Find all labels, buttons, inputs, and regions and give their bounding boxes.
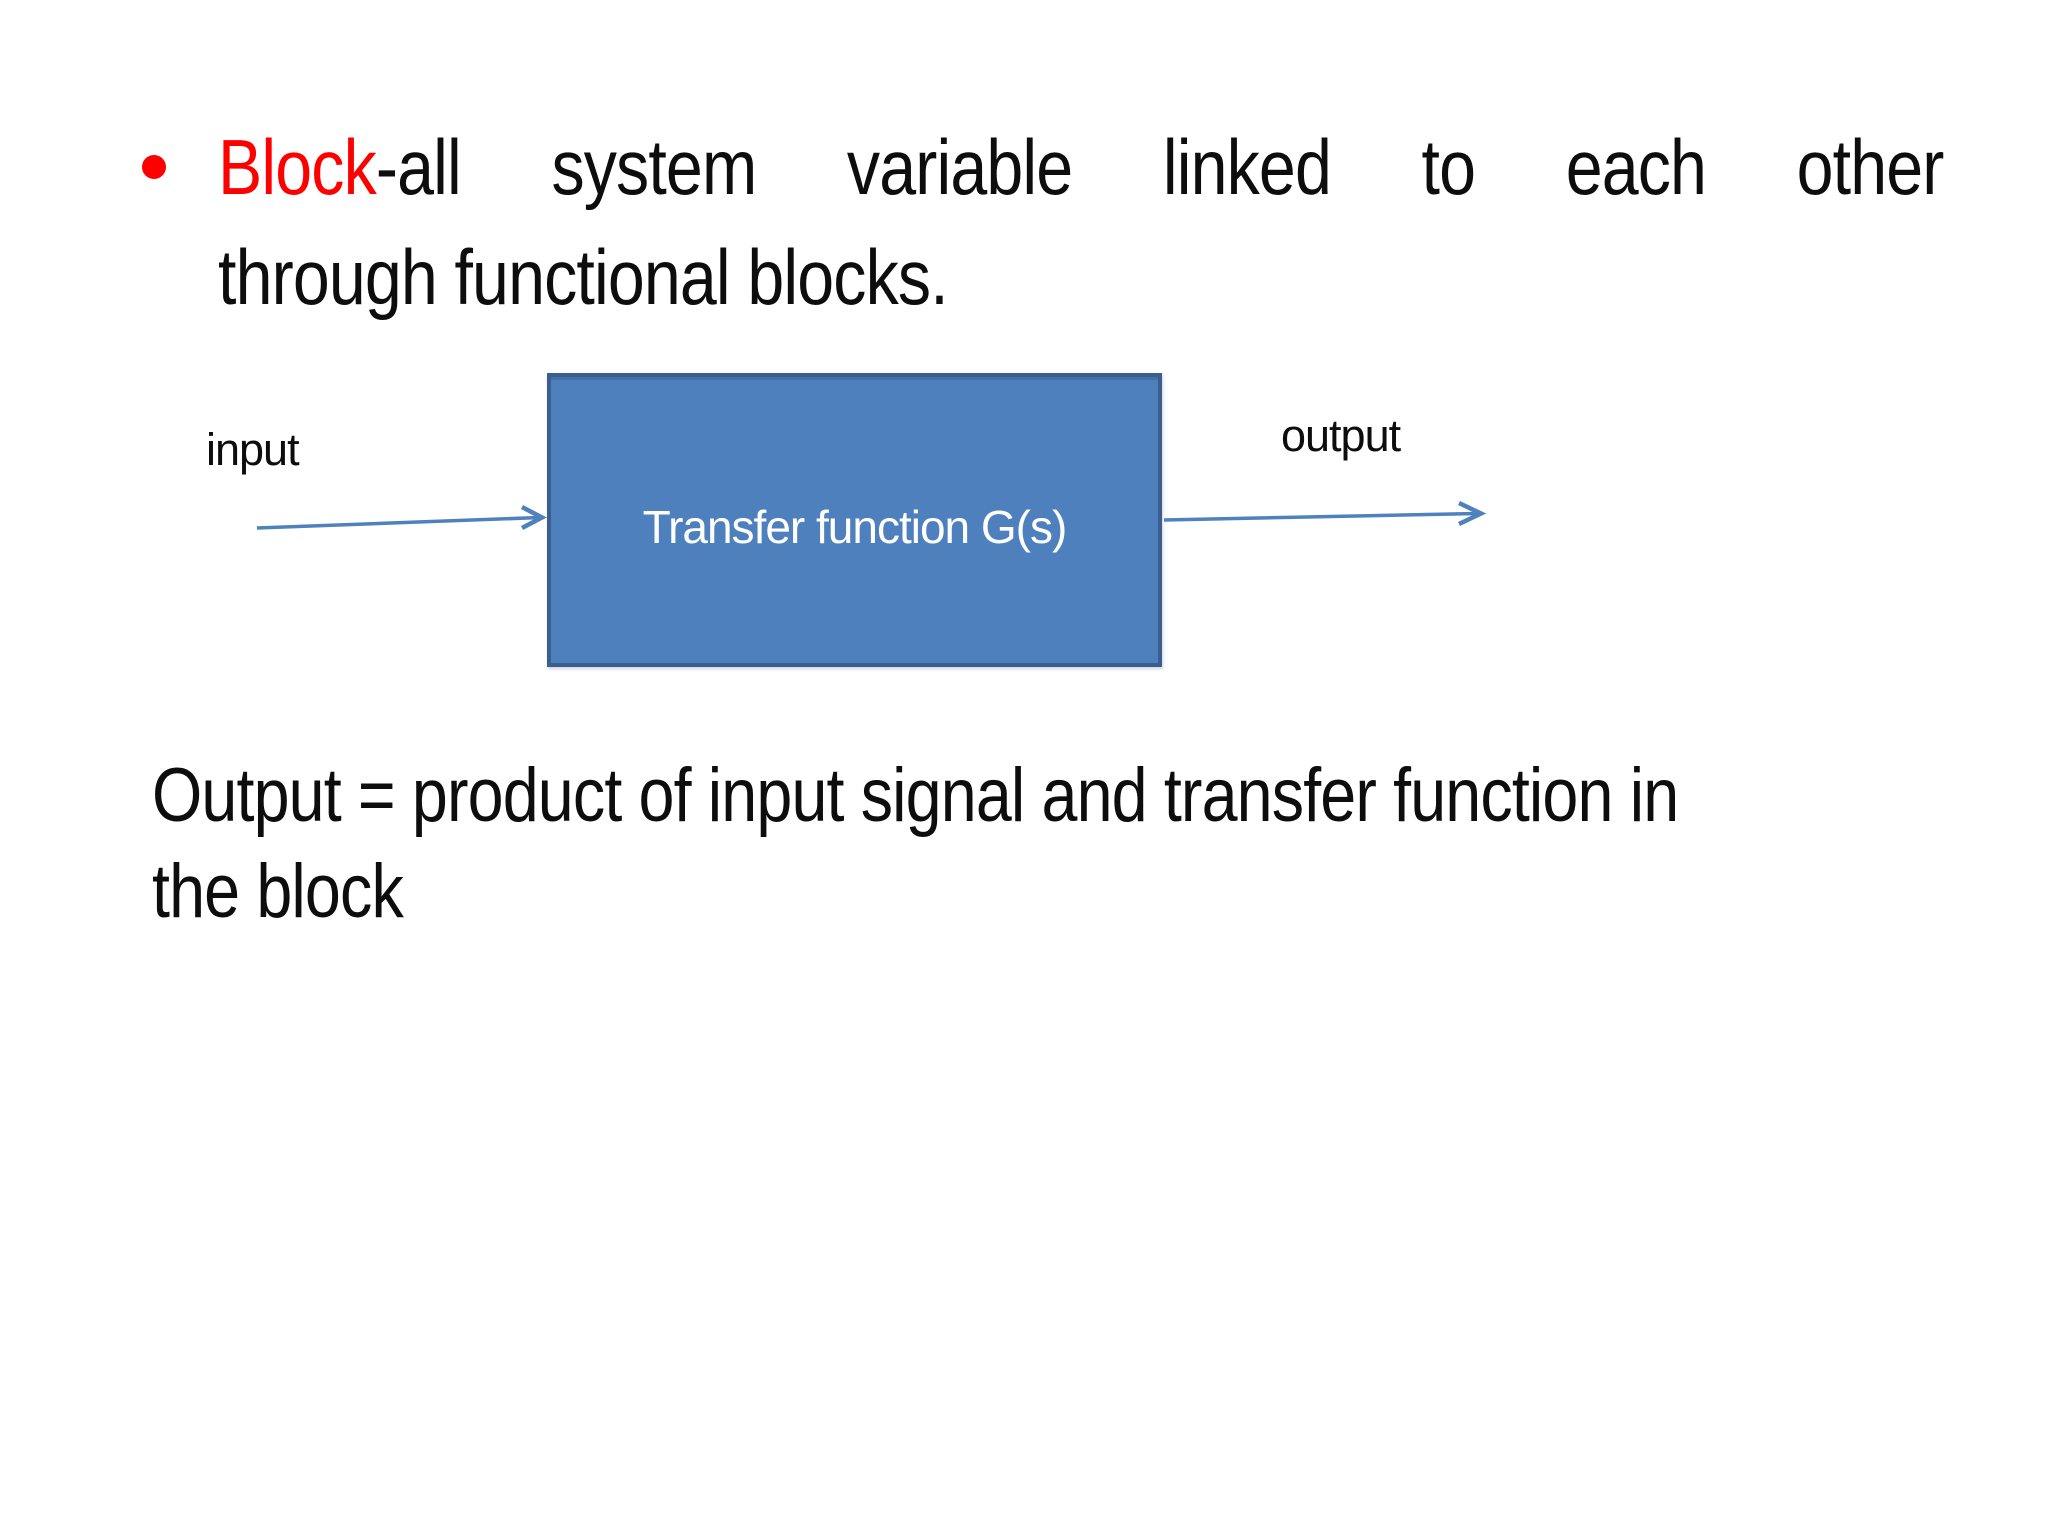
title-paragraph: Block-all system variable linked to each…: [218, 112, 1944, 332]
body-line-2: the block: [152, 849, 404, 934]
input-label: input: [206, 424, 300, 475]
title-line-1: Block-all system variable linked to each…: [218, 112, 1944, 222]
transfer-function-label: Transfer function G(s): [642, 501, 1068, 553]
title-line-1-rest: -all system variable linked to each othe…: [375, 123, 1944, 211]
body-paragraph: Output = product of input signal and tra…: [152, 748, 1679, 940]
title-keyword: Block: [218, 123, 377, 211]
input-arrow-icon: [256, 505, 547, 530]
bullet-icon: [142, 155, 166, 179]
title-line-2: through functional blocks.: [218, 233, 949, 321]
output-arrow-icon: [1163, 500, 1487, 527]
output-label: output: [1281, 410, 1401, 461]
body-line-1: Output = product of input signal and tra…: [152, 753, 1679, 838]
transfer-function-block: Transfer function G(s): [547, 373, 1162, 667]
